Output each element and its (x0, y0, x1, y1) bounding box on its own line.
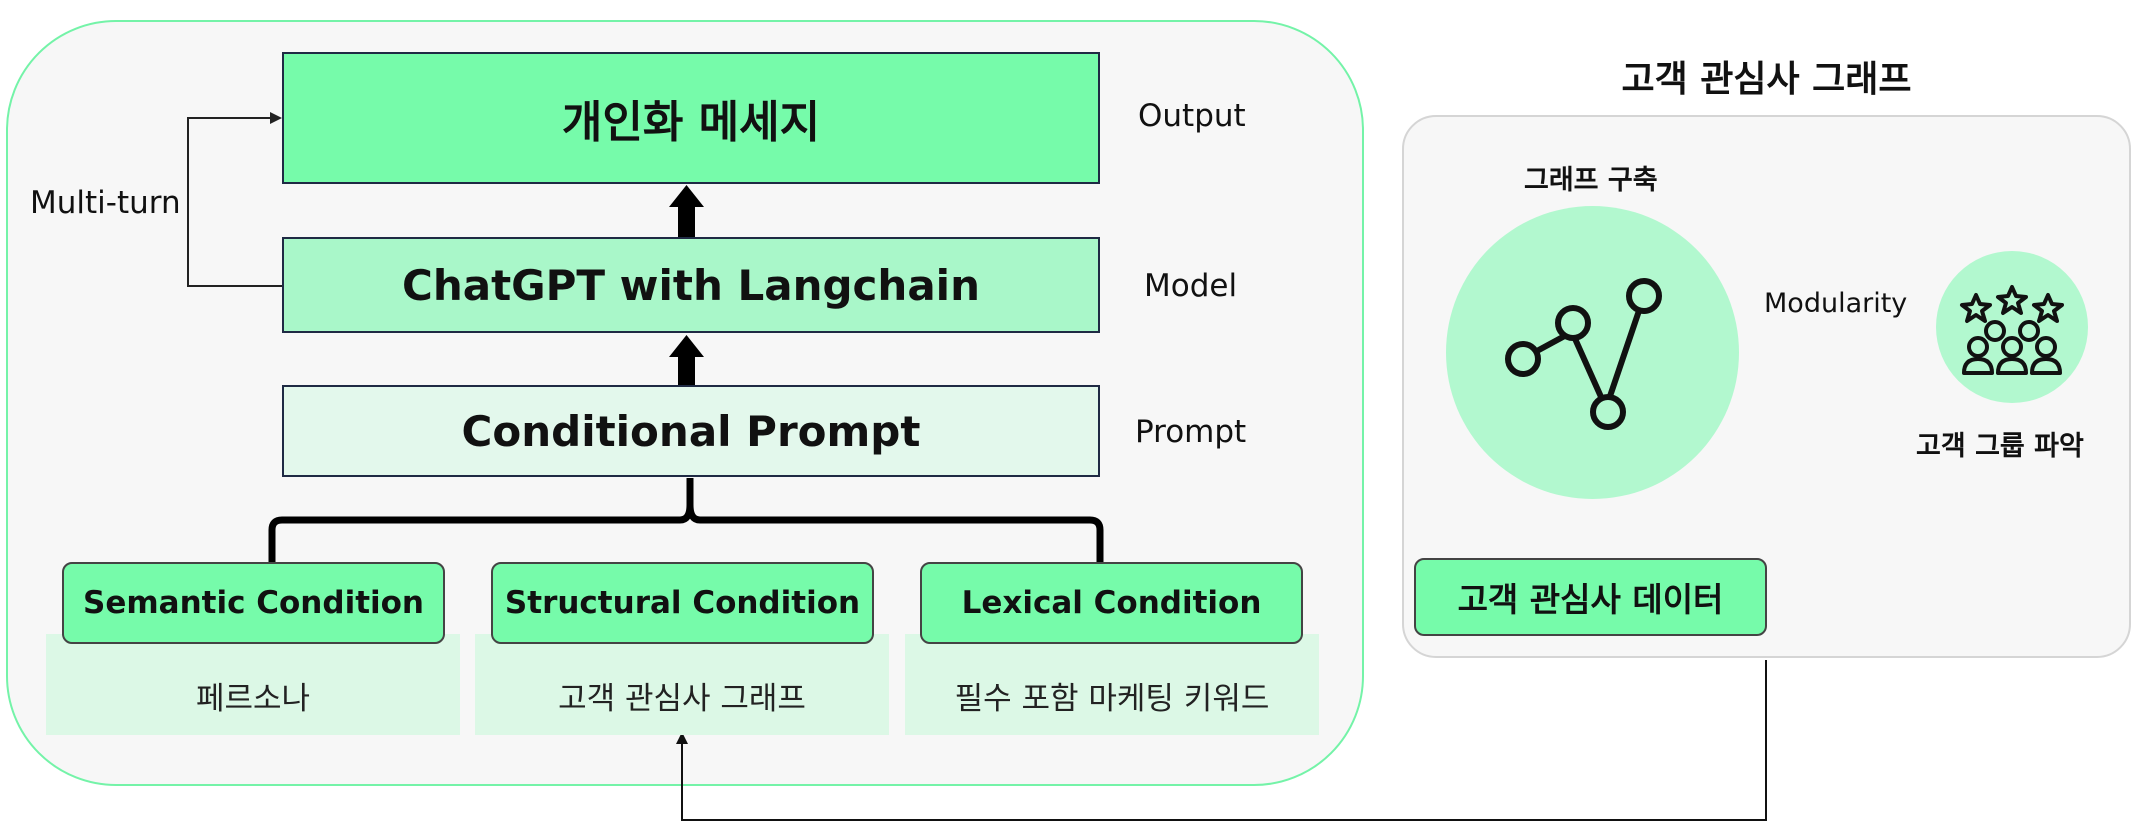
user-group-stars-icon (1960, 285, 2064, 375)
block-arrows (669, 185, 704, 388)
multiturn-label: Multi-turn (30, 185, 181, 221)
structural-condition-box: Structural Condition (491, 562, 874, 644)
lexical-detail: 필수 포함 마케팅 키워드 (905, 634, 1319, 735)
semantic-detail: 페르소나 (46, 634, 460, 735)
model-label: Model (1144, 268, 1238, 304)
graph-build-label: 그래프 구축 (1524, 165, 1658, 196)
prompt-label: Prompt (1135, 414, 1247, 450)
graph-panel-title: 고객 관심사 그래프 (1621, 59, 1912, 100)
customer-data-box: 고객 관심사 데이터 (1414, 558, 1767, 636)
output-box: 개인화 메세지 (282, 52, 1100, 184)
semantic-condition-box: Semantic Condition (62, 562, 445, 644)
model-box: ChatGPT with Langchain (282, 237, 1100, 333)
prompt-box: Conditional Prompt (282, 385, 1100, 477)
lexical-condition-box: Lexical Condition (920, 562, 1303, 644)
modularity-label: Modularity (1764, 288, 1908, 319)
group-circle (1936, 251, 2088, 403)
output-label: Output (1138, 98, 1246, 134)
structural-detail: 고객 관심사 그래프 (475, 634, 889, 735)
graph-circle (1446, 206, 1739, 499)
graph-network-icon (1505, 278, 1662, 430)
group-label: 고객 그룹 파악 (1916, 431, 2084, 462)
